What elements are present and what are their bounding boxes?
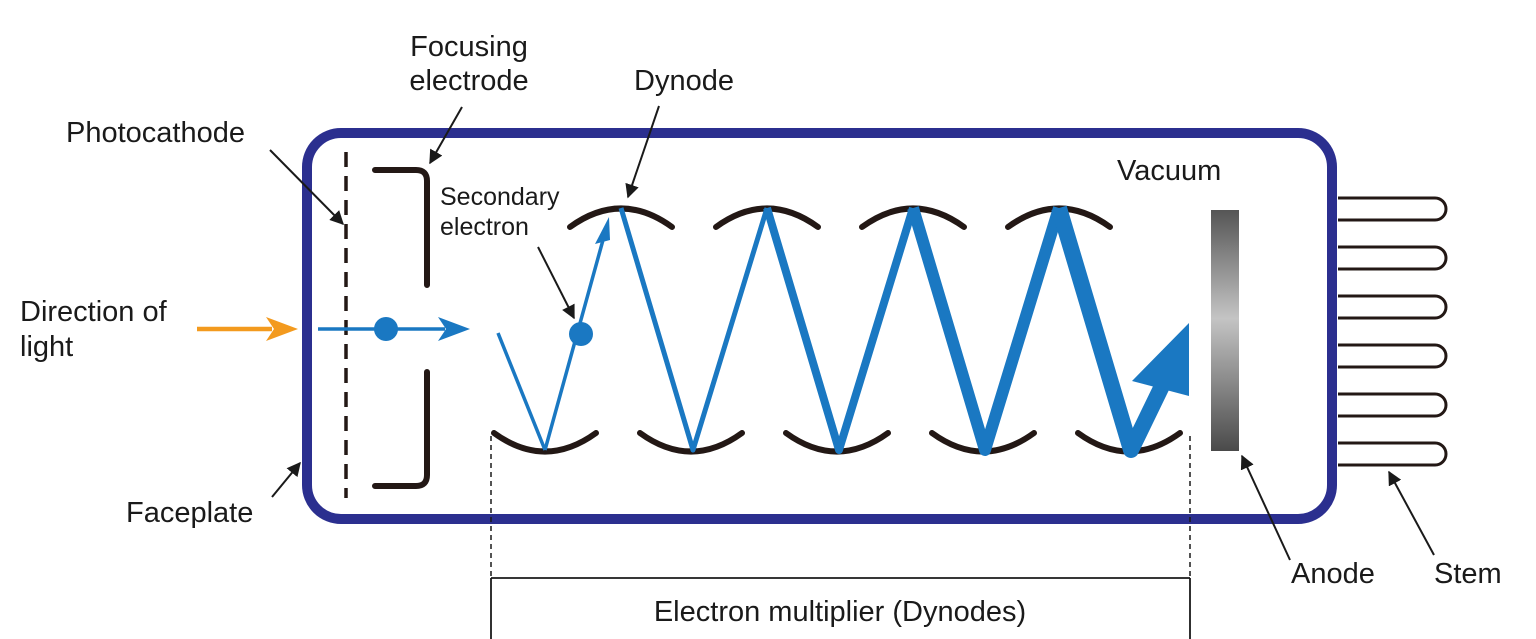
dynode-leader bbox=[625, 105, 660, 199]
stem-pin bbox=[1338, 245, 1448, 271]
faceplate-leader bbox=[271, 461, 301, 498]
light-arrow bbox=[197, 317, 298, 341]
stem-leader bbox=[1388, 470, 1435, 556]
direction-of-light-label-line1: Direction of bbox=[20, 296, 168, 328]
faceplate-label: Faceplate bbox=[126, 497, 253, 529]
electron-multiplier-label: Electron multiplier (Dynodes) bbox=[654, 596, 1026, 628]
photocathode-label: Photocathode bbox=[66, 117, 245, 149]
stem-label: Stem bbox=[1434, 558, 1502, 590]
focusing-electrode-lower bbox=[372, 369, 430, 489]
focusing-electrode-leader bbox=[429, 106, 463, 165]
focusing-electrode bbox=[372, 167, 430, 489]
secondary-electron-label-line1: Secondary bbox=[440, 183, 560, 211]
direction-of-light-label-line2: light bbox=[20, 331, 73, 363]
focusing-electrode-label-line1: Focusing bbox=[410, 31, 528, 63]
anode-plate bbox=[1211, 210, 1239, 451]
secondary-electron-label-line2: electron bbox=[440, 213, 529, 241]
stem-pin bbox=[1338, 196, 1448, 222]
vacuum-label: Vacuum bbox=[1117, 155, 1221, 187]
anode-leader bbox=[1240, 454, 1291, 561]
electron-cascade bbox=[496, 205, 1170, 458]
photocathode-leader bbox=[269, 149, 344, 225]
secondary-electron-dot bbox=[569, 322, 593, 346]
photoelectron bbox=[318, 317, 470, 341]
stem-pin bbox=[1338, 392, 1448, 418]
focusing-electrode-label-line2: electrode bbox=[409, 65, 528, 97]
photoelectron-dot bbox=[374, 317, 398, 341]
tube-envelope bbox=[302, 128, 1337, 524]
cascade-arrowhead bbox=[1132, 323, 1189, 396]
stem-pin bbox=[1338, 343, 1448, 369]
dynode-label: Dynode bbox=[634, 65, 734, 97]
secondary-electron-arrowhead bbox=[595, 217, 610, 244]
focusing-electrode-upper bbox=[372, 167, 430, 288]
electron-multiplier-bracket bbox=[490, 436, 1191, 639]
dynode-bottom bbox=[491, 430, 599, 455]
anode-label: Anode bbox=[1291, 558, 1375, 590]
stem-pin bbox=[1338, 441, 1448, 467]
leader-lines bbox=[269, 105, 1435, 561]
secondary-electron-leader bbox=[537, 246, 575, 320]
stem-pins bbox=[1338, 196, 1448, 467]
stem-pin bbox=[1338, 294, 1448, 320]
